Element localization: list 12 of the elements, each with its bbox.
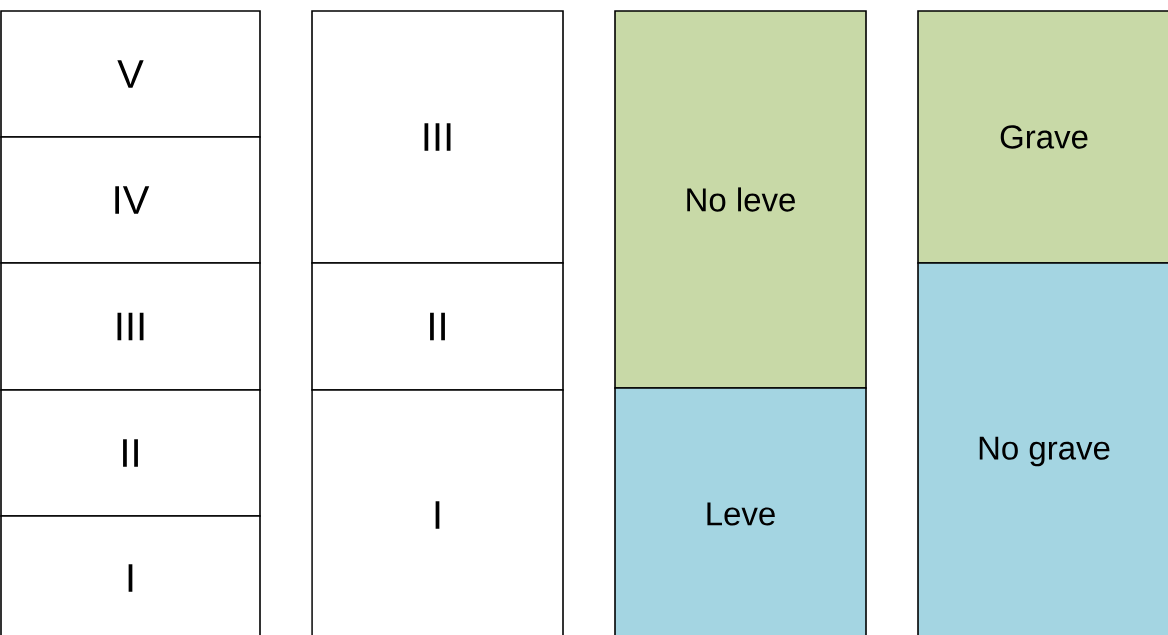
grid-cell: II bbox=[311, 262, 564, 391]
colored-box: Leve bbox=[614, 387, 867, 635]
colored-box: No leve bbox=[614, 10, 867, 389]
colored-box: No grave bbox=[917, 262, 1168, 635]
grid-cell: II bbox=[0, 389, 261, 517]
grid-cell: I bbox=[0, 515, 261, 635]
grid-cell: III bbox=[0, 262, 261, 391]
grid-cell: III bbox=[311, 10, 564, 264]
colored-box: Grave bbox=[917, 10, 1168, 264]
grid-cell: I bbox=[311, 389, 564, 635]
grid-cell: V bbox=[0, 10, 261, 138]
grid-cell: IV bbox=[0, 136, 261, 264]
